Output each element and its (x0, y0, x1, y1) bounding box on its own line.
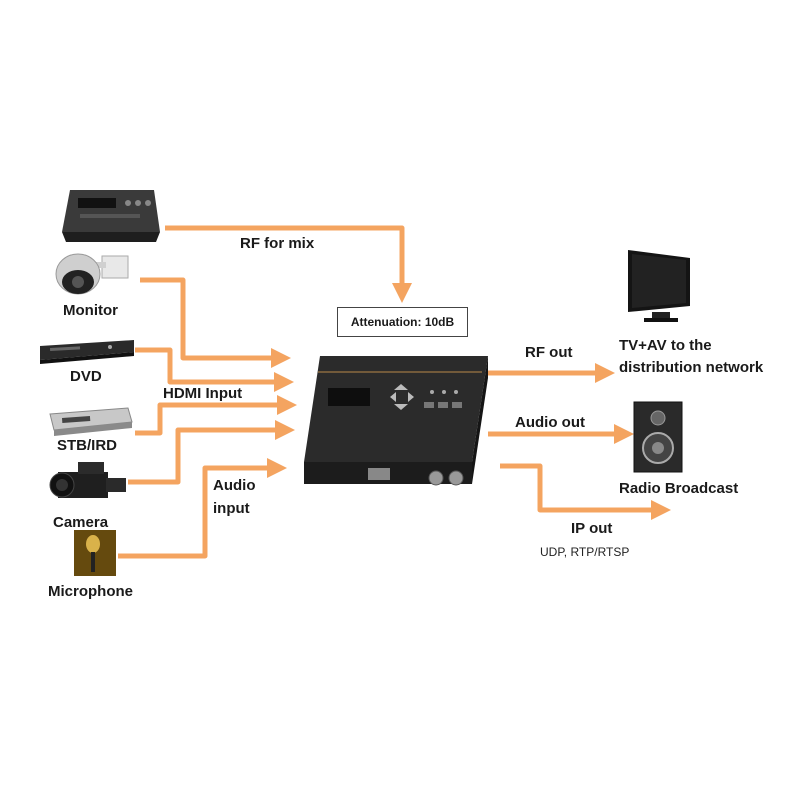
microphone-label: Microphone (48, 583, 133, 600)
camcorder-icon (49, 462, 126, 498)
dvd-arrow (135, 347, 294, 392)
dvd-player-icon (40, 340, 134, 364)
tv-label-1: TV+AV to the (619, 337, 712, 354)
attenuation-box: Attenuation: 10dB (337, 307, 468, 337)
microphone-icon (74, 530, 116, 576)
ip-out-arrow (500, 463, 671, 520)
rf-mix-arrow (165, 225, 412, 303)
tv-label-2: distribution network (619, 359, 764, 376)
stb-label: STB/IRD (57, 437, 117, 454)
monitor-label: Monitor (63, 302, 118, 319)
camera-label: Camera (53, 514, 109, 531)
camera-arrow (128, 420, 295, 485)
radio-broadcast-label: Radio Broadcast (619, 480, 739, 497)
mic-arrow (118, 458, 287, 559)
receiver-icon (62, 190, 160, 242)
encoder-device-icon (304, 356, 488, 486)
ptz-camera-icon (55, 253, 129, 295)
rf-mix-label: RF for mix (240, 235, 315, 252)
audio-out-label: Audio out (515, 414, 585, 431)
tv-icon (628, 250, 690, 322)
speaker-icon (633, 401, 683, 473)
stb-arrow (135, 395, 297, 436)
rf-out-label: RF out (525, 344, 573, 361)
ip-out-label: IP out (571, 520, 613, 537)
ip-protocols-label: UDP, RTP/RTSP (540, 545, 630, 559)
stb-icon (49, 407, 133, 436)
audio-input-label-2: input (213, 500, 250, 517)
hdmi-input-label: HDMI Input (163, 385, 243, 402)
audio-input-label-1: Audio (213, 477, 256, 494)
dvd-label: DVD (70, 368, 102, 385)
monitor-arrow (140, 277, 291, 368)
